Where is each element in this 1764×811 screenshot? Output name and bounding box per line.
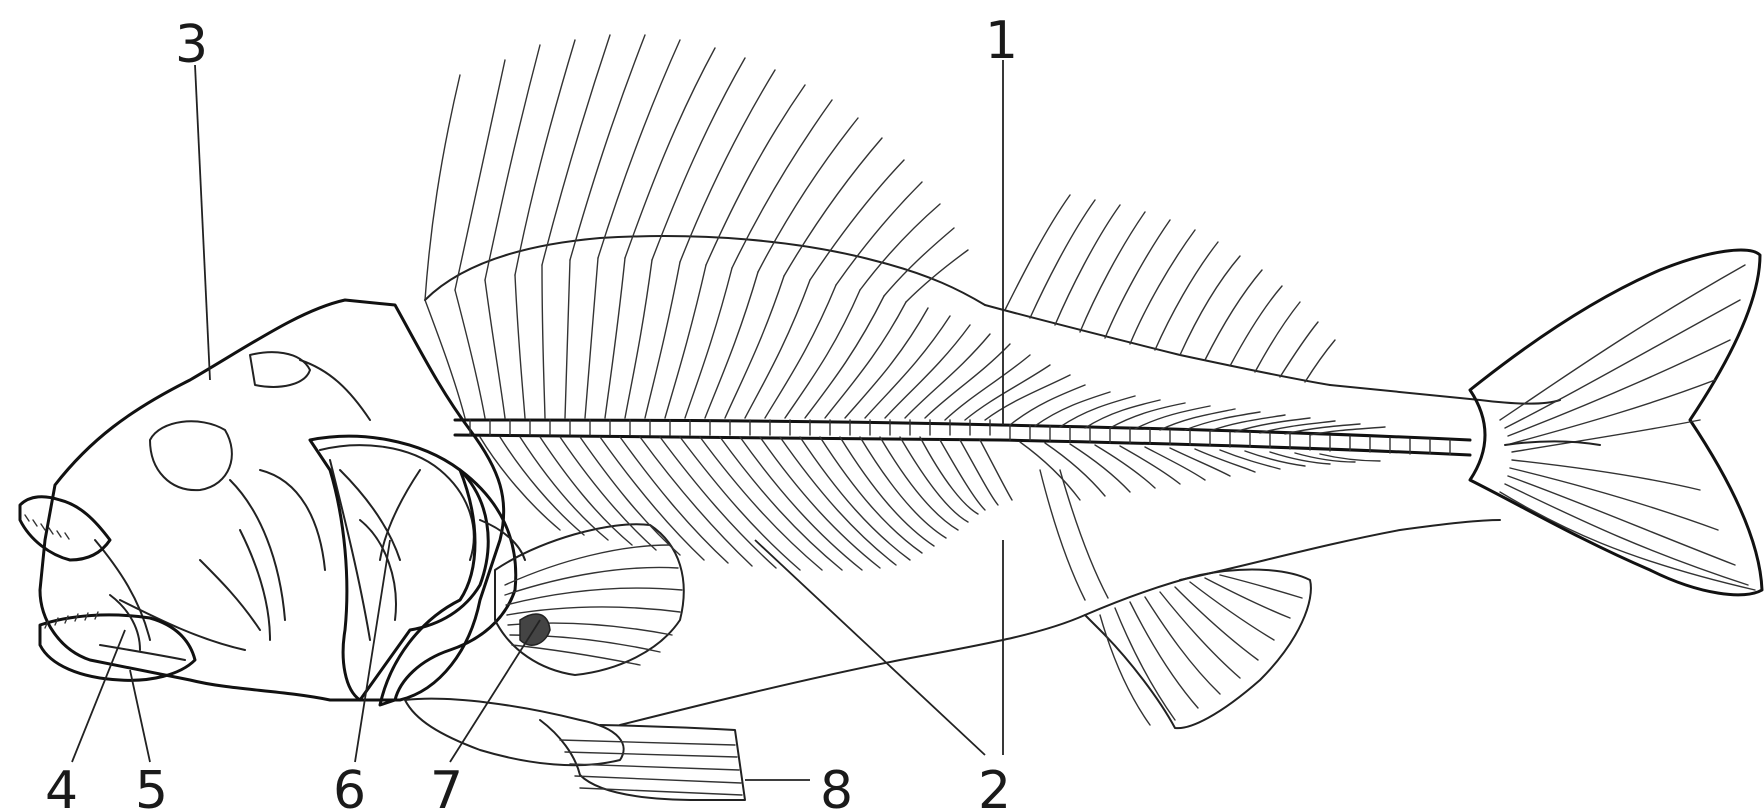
- leader-2b: [755, 540, 985, 755]
- label-5: 5: [135, 761, 168, 811]
- label-6: 6: [333, 761, 366, 811]
- label-4: 4: [45, 761, 78, 811]
- skull: [40, 300, 504, 700]
- leader-4: [72, 630, 125, 762]
- label-2: 2: [978, 761, 1011, 811]
- label-8: 8: [820, 761, 853, 811]
- anal-fin: [1040, 470, 1311, 728]
- leader-5: [130, 670, 150, 762]
- pectoral-fin: [495, 524, 684, 675]
- leader-6: [355, 540, 390, 762]
- label-7: 7: [430, 761, 463, 811]
- leader-7: [450, 620, 540, 762]
- haemal-spines: [1020, 442, 1380, 500]
- caudal-peduncle: [1330, 385, 1560, 404]
- lower-jaw: [40, 595, 195, 680]
- label-1: 1: [985, 11, 1018, 71]
- ribs: [480, 437, 1012, 570]
- dorsal-fin-soft: [985, 195, 1335, 385]
- label-3: 3: [175, 15, 208, 75]
- caudal-fin: [1470, 250, 1762, 595]
- vertebral-column: [455, 420, 1470, 455]
- leader-3: [195, 65, 210, 380]
- upper-jaw: [20, 497, 110, 560]
- dorsal-fin-spinous: [425, 35, 985, 305]
